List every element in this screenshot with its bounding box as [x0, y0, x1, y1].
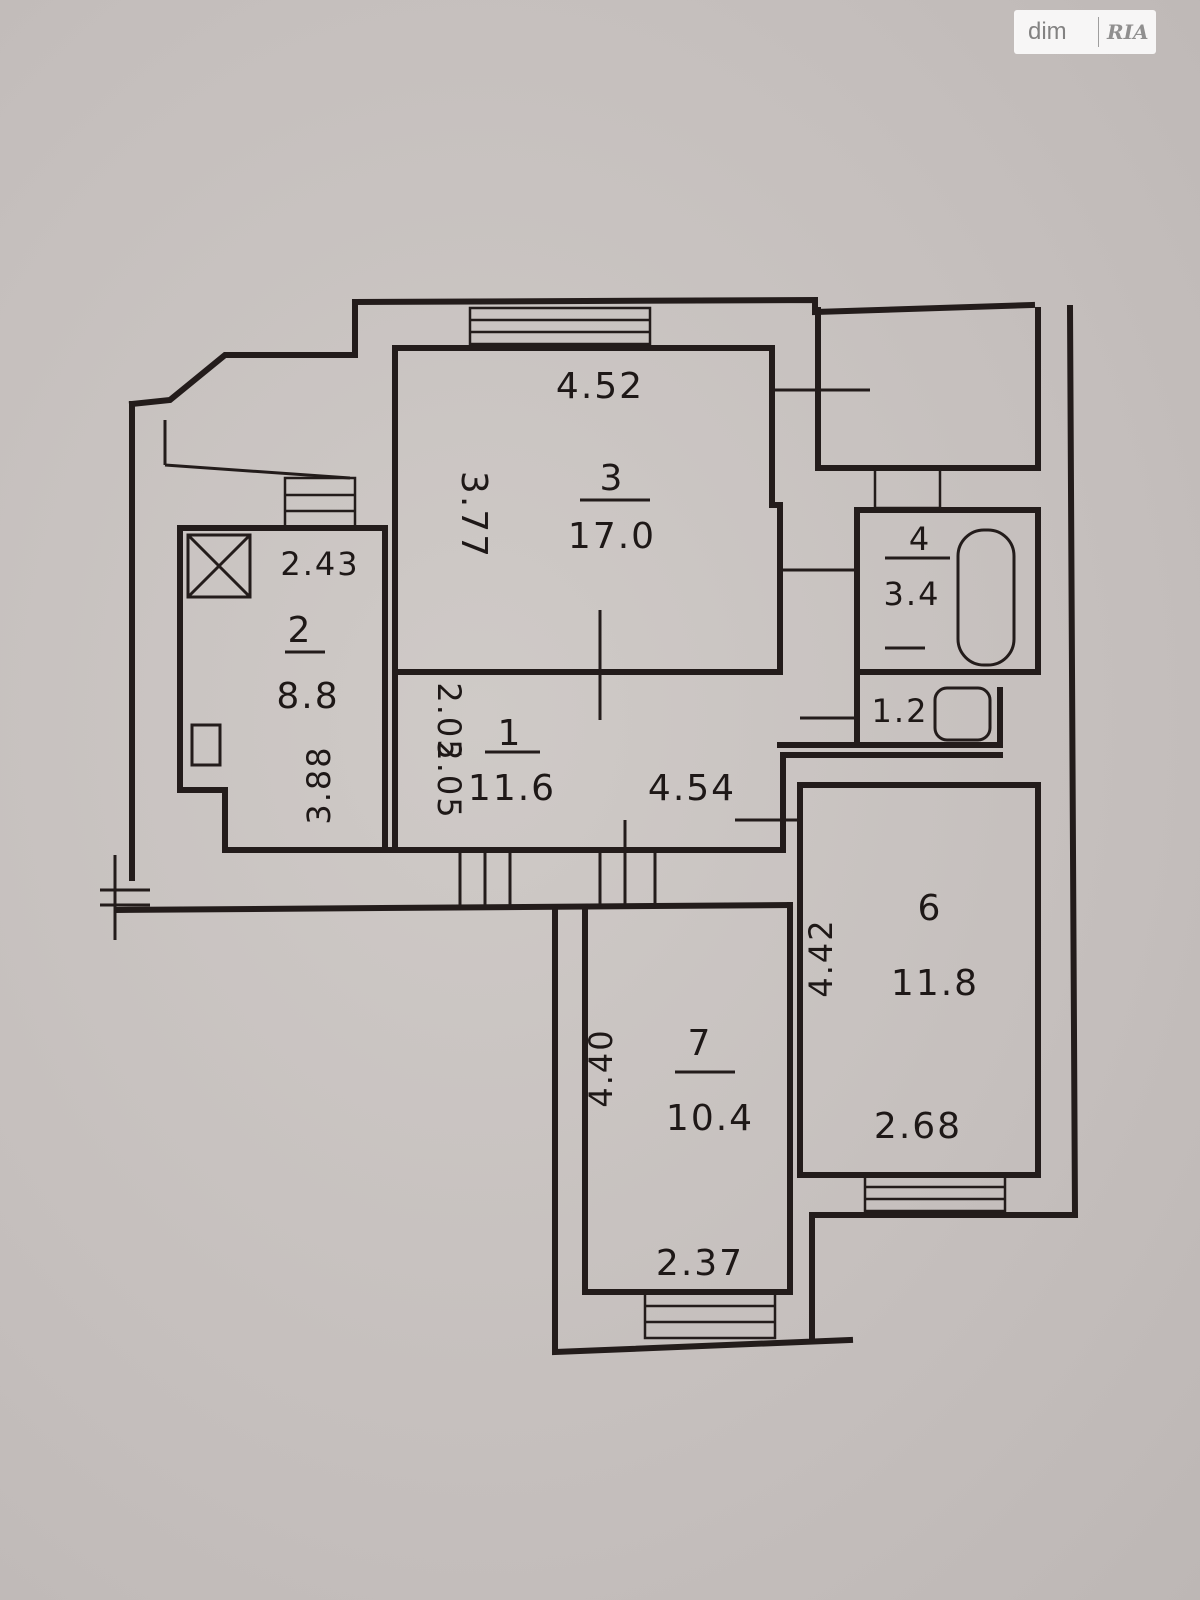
room-3-walls [392, 345, 783, 853]
stove-fixture [186, 533, 252, 599]
dim-room2-width: 2.43 [280, 545, 359, 583]
room-2-inner-wall [163, 420, 351, 480]
room-2-area: 8.8 [276, 676, 339, 717]
sink-fixture [190, 723, 222, 767]
window-room-2 [283, 476, 357, 530]
dim-room2-length: 3.88 [300, 745, 338, 824]
watermark-divider [1098, 17, 1099, 47]
room-7-number: 7 [688, 1023, 713, 1064]
dimension-labels: 4.52 3.77 2.43 3.88 4.54 2.05 2.05 4.42 … [280, 366, 962, 1284]
dimria-watermark: dim RIA [1014, 10, 1156, 54]
watermark-brand: dim [1028, 18, 1067, 45]
window-room-6 [863, 1173, 1007, 1213]
room-1-number: 1 [498, 713, 523, 754]
doors [100, 388, 870, 940]
room-2-number: 2 [288, 610, 313, 651]
room-4-number: 4 [909, 520, 931, 558]
bathtub-fixture [956, 528, 1016, 667]
dim-room6-width: 2.68 [874, 1106, 962, 1147]
room-4-area: 3.4 [884, 575, 941, 613]
room-3-number: 3 [600, 458, 625, 499]
room-6-number: 6 [918, 888, 943, 929]
dim-hall-width: 4.54 [648, 768, 736, 809]
dim-room3-width: 4.52 [556, 366, 644, 407]
windows [283, 306, 1007, 1340]
room-3-area: 17.0 [568, 516, 656, 557]
exterior-wall-left [114, 401, 794, 914]
room-5-area: 1.2 [872, 692, 929, 730]
exterior-walls [114, 296, 1079, 1356]
room-2-walls [177, 525, 786, 853]
window-room-3 [468, 306, 652, 346]
room-1-area: 11.6 [468, 768, 556, 809]
window-balcony-right [873, 466, 942, 510]
dim-room6-length: 4.42 [802, 918, 840, 997]
toilet-fixture [933, 686, 992, 742]
corridor-walls [777, 687, 1003, 758]
room-labels: 3 17.0 2 8.8 1 11.6 4 3.4 1.2 6 11.8 7 1… [276, 458, 979, 1139]
watermark-mark: RIA [1107, 20, 1149, 44]
dim-room7-length: 4.40 [582, 1028, 620, 1107]
dim-room3-length: 3.77 [453, 471, 494, 559]
dim-hall-depth-b: 2.05 [430, 740, 468, 819]
exterior-wall-top [351, 296, 1079, 1219]
dim-room7-width: 2.37 [656, 1243, 744, 1284]
balcony-outline [128, 299, 358, 408]
window-room-7 [643, 1290, 777, 1340]
dim-hall-depth-a: 2.05 [430, 682, 468, 761]
room-6-area: 11.8 [891, 963, 979, 1004]
fixtures [186, 528, 1016, 767]
room-7-area: 10.4 [666, 1098, 754, 1139]
